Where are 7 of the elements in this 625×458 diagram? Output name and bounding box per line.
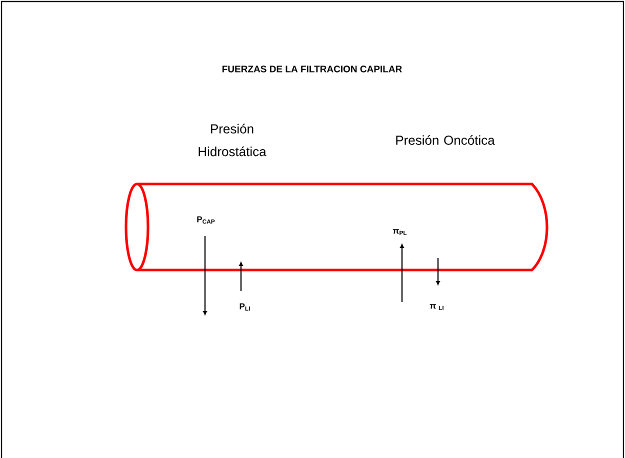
heading-label: Presión Oncótica [396, 135, 495, 145]
force-label: P$_{LI}$ [240, 303, 250, 311]
title: FUERZAS DE LA FILTRACION CAPILAR [222, 66, 402, 72]
heading-label: Presión Hidrostática [198, 124, 266, 156]
force-label: π $_{LI}$ [430, 304, 444, 310]
force-label: P$_{CAP}$ [197, 216, 215, 224]
force-label: π$_{PL}$ [392, 229, 407, 235]
